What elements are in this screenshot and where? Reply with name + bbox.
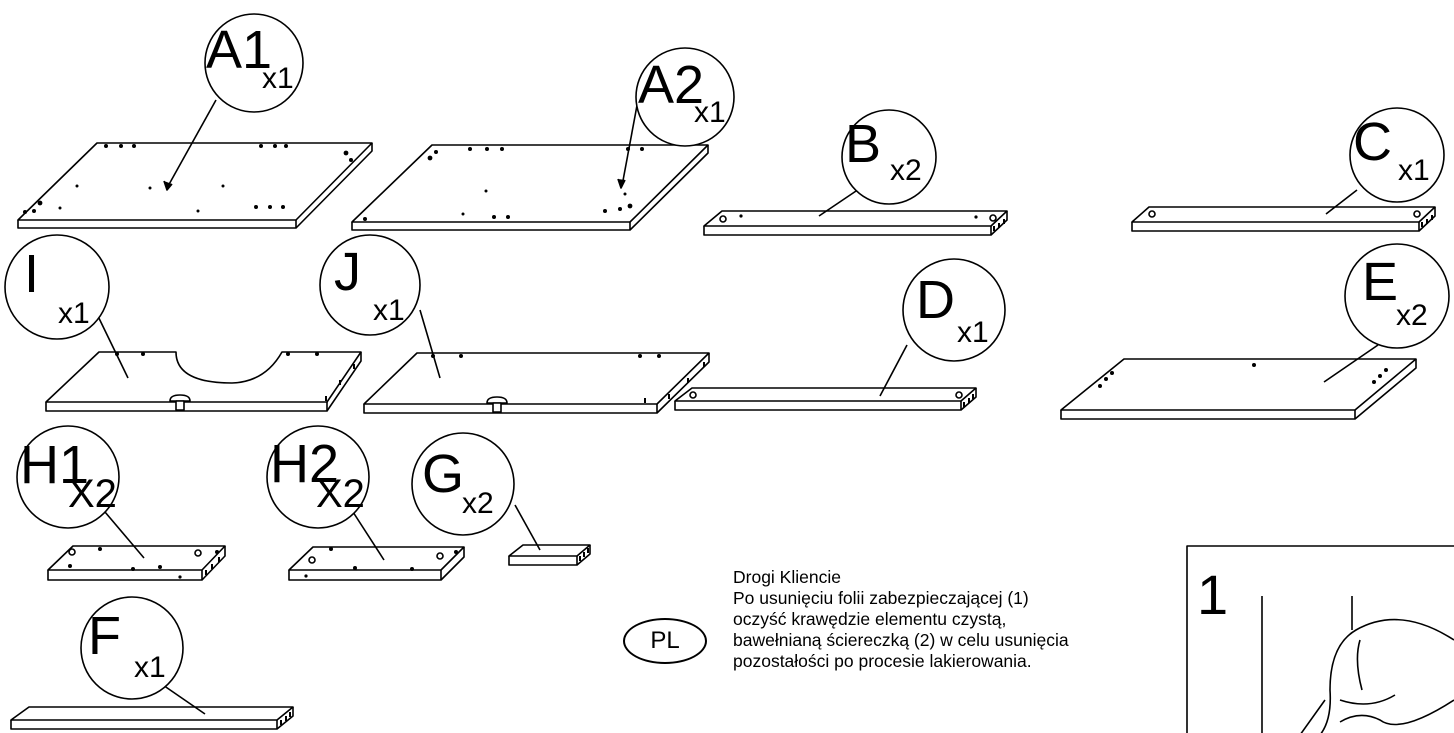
callout-circle-b xyxy=(841,109,937,205)
label-j: J xyxy=(334,242,361,302)
qty-e: x2 xyxy=(1396,299,1428,332)
leader-lines xyxy=(94,99,1379,715)
part-b-bar xyxy=(703,210,1008,236)
qty-a1: x1 xyxy=(262,62,294,95)
part-h1-panel xyxy=(47,545,226,581)
label-c: C xyxy=(1353,112,1392,172)
qty-b: x2 xyxy=(890,154,922,187)
qty-d: x1 xyxy=(957,316,989,349)
qty-g: x2 xyxy=(462,487,494,520)
part-c-bar xyxy=(1131,206,1436,232)
step-1-panel xyxy=(1186,545,1454,733)
customer-note: Drogi Kliencie Po usunięciu folii zabezp… xyxy=(733,567,1153,672)
part-f-bar xyxy=(10,706,294,730)
callout-circle-c xyxy=(1349,107,1445,203)
note-line: Po usunięciu folii zabezpieczającej (1) xyxy=(733,588,1029,608)
callout-circle-e xyxy=(1344,243,1450,349)
label-circles xyxy=(4,13,1450,700)
part-g-block xyxy=(508,544,591,566)
callout-circle-h2 xyxy=(266,425,370,529)
part-j-panel xyxy=(363,352,710,414)
part-a2-panel xyxy=(351,144,709,231)
step-number: 1 xyxy=(1197,563,1228,626)
callout-circle-a2 xyxy=(635,47,735,147)
qty-i: x1 xyxy=(58,297,90,330)
part-e-panel xyxy=(1060,358,1417,420)
part-a1-panel xyxy=(17,142,373,229)
label-h1: H1 xyxy=(20,435,89,495)
callout-circle-j xyxy=(319,234,421,336)
label-e: E xyxy=(1362,252,1398,312)
label-g: G xyxy=(422,444,464,504)
qty-a2: x1 xyxy=(694,96,726,129)
label-a1: A1 xyxy=(206,20,272,80)
callout-circle-h1 xyxy=(16,425,120,529)
note-line: bawełnianą ściereczką (2) w celu usunięc… xyxy=(733,630,1069,650)
hand-illustration xyxy=(1300,618,1454,733)
note-line: pozostałości po procesie lakierowania. xyxy=(733,651,1032,671)
label-f: F xyxy=(88,606,121,666)
qty-f: x1 xyxy=(134,651,166,684)
label-b: B xyxy=(845,114,881,174)
label-d: D xyxy=(916,270,955,330)
note-line: oczyść krawędzie elementu czystą, xyxy=(733,609,1007,629)
qty-h2: X2 xyxy=(316,472,365,516)
qty-c: x1 xyxy=(1398,154,1430,187)
label-h2: H2 xyxy=(270,434,339,494)
qty-j: x1 xyxy=(373,294,405,327)
part-labels: A1 x1 A2 x1 B x2 C x1 I x1 J x1 D x1 E x… xyxy=(20,20,1430,684)
part-i-panel xyxy=(45,351,362,412)
part-d-bar xyxy=(674,387,977,411)
part-h2-panel xyxy=(288,546,465,581)
callout-circle-d xyxy=(902,258,1006,362)
callout-circle-g xyxy=(411,432,515,536)
label-i: I xyxy=(24,244,39,304)
language-badge: PL xyxy=(623,618,707,664)
callout-circle-f xyxy=(80,596,184,700)
note-line: Drogi Kliencie xyxy=(733,567,841,587)
callout-circle-i xyxy=(4,234,110,340)
label-a2: A2 xyxy=(638,55,704,115)
qty-h1: X2 xyxy=(68,472,117,516)
callout-circle-a1 xyxy=(204,13,304,113)
